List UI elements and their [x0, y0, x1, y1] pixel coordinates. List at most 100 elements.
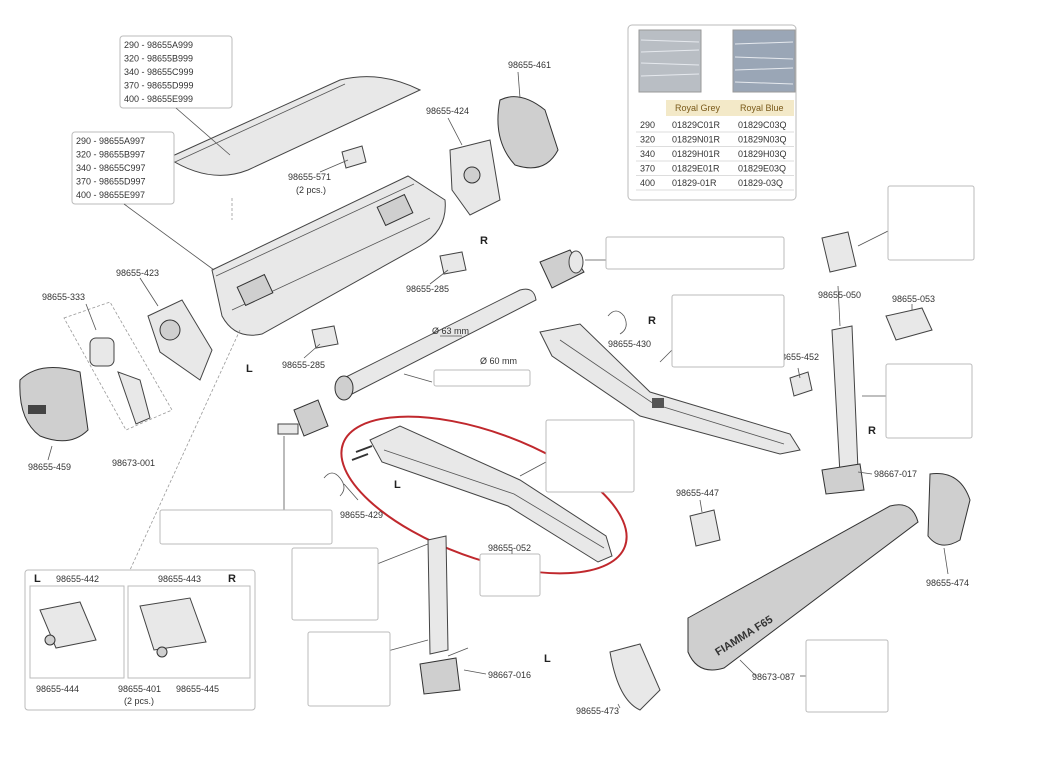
- lid-top-part-number: 340 - 98655C999: [124, 67, 194, 77]
- label-98655-401: 98655-401: [118, 684, 161, 694]
- label-98673-087: 98673-087: [752, 672, 795, 682]
- label-l-left: L: [246, 363, 253, 375]
- end-cap-459: [19, 367, 89, 442]
- swatch-row-size: 320: [640, 135, 655, 145]
- arm-right-label-box: [671, 294, 785, 368]
- front-bar-label-box: [805, 639, 889, 713]
- label-r-upper: R: [480, 235, 488, 247]
- roller-tube: [334, 288, 537, 401]
- case-body-label-box: [71, 131, 175, 205]
- arm-left-label-box: [545, 419, 635, 493]
- swatch-row-size: 340: [640, 149, 655, 159]
- label-98655-571: 98655-571: [288, 172, 331, 182]
- label-98655-333: 98655-333: [42, 292, 85, 302]
- front-bar: FIAMMA F65: [687, 504, 919, 671]
- label-98655-461: 98655-461: [508, 60, 551, 70]
- case-body-part-number: 370 - 98655D997: [76, 177, 146, 187]
- label-inset-l: L: [34, 573, 41, 585]
- label-r-mid: R: [648, 315, 656, 327]
- label-401-qty: (2 pcs.): [124, 696, 154, 706]
- label-98655-285-lower: 98655-285: [282, 360, 325, 370]
- roller-end-434: [539, 249, 585, 289]
- bracket-left-label-box: [291, 547, 379, 621]
- swatch-row-size: 290: [640, 120, 655, 130]
- swatch-row-grey-code: 01829-01R: [672, 178, 717, 188]
- label-98655-050: 98655-050: [818, 290, 861, 300]
- label-98655-473: 98655-473: [576, 706, 619, 716]
- label-98655-424: 98655-424: [426, 106, 469, 116]
- label-98655-052: 98655-052: [488, 543, 531, 553]
- lid-top-part-number: 320 - 98655B999: [124, 54, 193, 64]
- lid-top-part-number: 290 - 98655A999: [124, 40, 193, 50]
- roller-endcap-433: [277, 399, 329, 437]
- tube-label-box: [433, 369, 531, 387]
- inset-end-brackets: [24, 569, 256, 711]
- swatch-row-blue-code: 01829N03Q: [738, 135, 787, 145]
- label-tube-63: Ø 63 mm: [432, 326, 469, 336]
- side-bracket-424: [449, 139, 501, 216]
- label-98667-017: 98667-017: [874, 469, 917, 479]
- header-royal-blue: Royal Blue: [740, 103, 784, 113]
- label-98655-459: 98655-459: [28, 462, 71, 472]
- spring-430: [607, 310, 627, 335]
- label-98673-001: 98673-001: [112, 458, 155, 468]
- swatch-row-grey-code: 01829H01R: [672, 149, 721, 159]
- clip-447: [689, 509, 721, 547]
- label-l-arm: L: [394, 479, 401, 491]
- bracket-053: [885, 307, 933, 341]
- label-inset-r: R: [228, 573, 236, 585]
- leg-left-label-box: [307, 631, 391, 707]
- awning-lid: [166, 76, 422, 176]
- swatch-row-blue-code: 01829H03Q: [738, 149, 787, 159]
- swatch-row-size: 400: [640, 178, 655, 188]
- bracket-right-label-box: [887, 185, 975, 261]
- bracket-285-upper: [439, 251, 467, 275]
- label-98655-447: 98655-447: [676, 488, 719, 498]
- roller-label-box: [605, 236, 785, 270]
- label-98655-285-upper: 98655-285: [406, 284, 449, 294]
- highlight-ellipse: [340, 415, 628, 575]
- label-l-leg: L: [544, 653, 551, 665]
- case-body-part-number: 290 - 98655A997: [76, 136, 145, 146]
- case-body-part-number: 340 - 98655C997: [76, 163, 146, 173]
- swatch-row-blue-code: 01829E03Q: [738, 164, 786, 174]
- swatch-row-blue-code: 01829-03Q: [738, 178, 783, 188]
- support-leg-left: [419, 535, 469, 695]
- fabric-swatch-table: Royal Grey Royal Blue 290 01829C01R 01829C…: [627, 24, 797, 201]
- label-98655-445: 98655-445: [176, 684, 219, 694]
- swatch-row-size: 370: [640, 164, 655, 174]
- label-98655-452: 98655-452: [776, 352, 819, 362]
- label-tube-60: Ø 60 mm: [480, 356, 517, 366]
- label-98655-443: 98655-443: [158, 574, 201, 584]
- clip-452: [789, 371, 813, 397]
- support-leg-right: [821, 325, 865, 495]
- label-98655-429: 98655-429: [340, 510, 383, 520]
- lid-top-part-number: 370 - 98655D999: [124, 81, 194, 91]
- swatch-rows: 290 01829C01R 01829C03Q 320 01829N01R 01829N0…: [636, 120, 794, 191]
- label-98655-444: 98655-444: [36, 684, 79, 694]
- swatch-row-blue-code: 01829C03Q: [738, 120, 787, 130]
- clip-571: [341, 145, 367, 169]
- right-arm: [539, 323, 801, 455]
- label-571-qty: (2 pcs.): [296, 185, 326, 195]
- lid-top-part-number: 400 - 98655E999: [124, 94, 193, 104]
- end-cap-474: [927, 473, 971, 546]
- label-98655-442: 98655-442: [56, 574, 99, 584]
- swatch-row-grey-code: 01829N01R: [672, 135, 721, 145]
- awning-case-body: [211, 175, 446, 336]
- end-cover-461: [497, 96, 559, 169]
- endcap-label-box: [159, 509, 333, 545]
- label-98655-423: 98655-423: [116, 268, 159, 278]
- case-body-part-number: 320 - 98655B997: [76, 150, 145, 160]
- swatch-row-grey-code: 01829C01R: [672, 120, 721, 130]
- end-cover-473: [609, 643, 661, 711]
- wall-bracket-050: [821, 231, 857, 273]
- label-98655-053: 98655-053: [892, 294, 935, 304]
- case-body-part-number: 400 - 98655E997: [76, 190, 145, 200]
- spring-429: [323, 472, 345, 497]
- royal-grey-swatch: [638, 29, 702, 93]
- header-royal-grey: Royal Grey: [675, 103, 721, 113]
- royal-blue-swatch: [732, 29, 796, 93]
